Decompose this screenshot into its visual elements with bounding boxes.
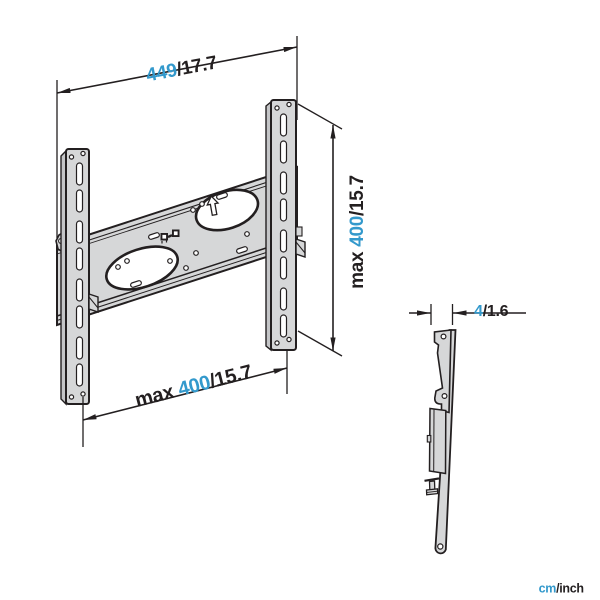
side-channel [428, 407, 447, 475]
units-inch: /inch [556, 581, 584, 595]
dimension-depth-4 [409, 304, 526, 325]
right-rail [265, 99, 306, 352]
dimension-width-449 [56, 36, 298, 238]
side-plate-profile [433, 329, 452, 414]
max-height-value-inch: /15.7 [347, 175, 368, 216]
left-rail [60, 148, 99, 406]
plate-oval-cutout-left [105, 245, 179, 291]
dimension-max-height-400 [297, 103, 343, 357]
depth-value-inch: /1.6 [482, 303, 509, 320]
depth-value-cm: 4 [474, 303, 483, 320]
max-height-prefix: max [347, 246, 368, 289]
side-locking-screw [424, 477, 440, 496]
dimension-max-pattern-400 [82, 351, 288, 447]
plate-slots [130, 192, 248, 288]
orientation-arrow-icon [206, 195, 220, 217]
units-legend: cm/inch [532, 570, 584, 595]
front-view [55, 99, 306, 406]
units-cm: cm [538, 581, 557, 595]
depth-dimension-label: 4/1.6 [466, 288, 508, 320]
side-view [424, 329, 457, 555]
plate-holes [115, 201, 250, 271]
mounting-pictogram-icon [160, 229, 180, 244]
max-height-value-cm: 400 [347, 215, 368, 247]
max-height-dimension-label: max 400/15.7 [329, 175, 368, 299]
